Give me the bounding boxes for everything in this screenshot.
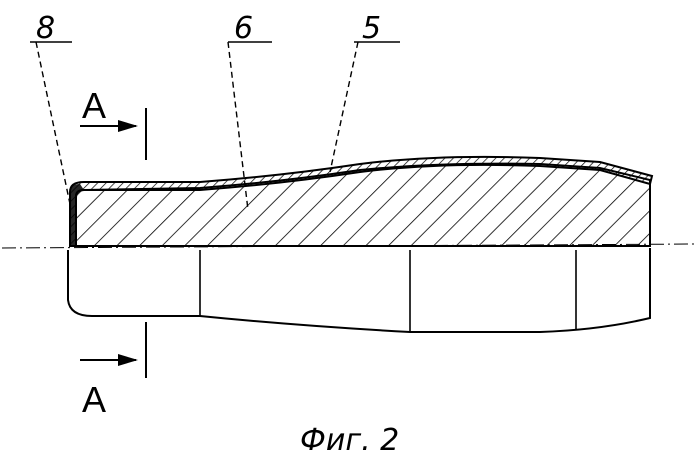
callout-5-leader — [330, 42, 358, 172]
section-mark-top: A — [82, 85, 106, 126]
section-arrow-top-head — [118, 120, 138, 132]
callout-5: 5 — [362, 11, 381, 46]
callout-6: 6 — [234, 11, 253, 46]
callout-8: 8 — [36, 11, 55, 46]
figure-caption: Фиг. 2 — [300, 423, 399, 458]
section-mark-bottom: A — [82, 379, 106, 420]
lower-body-outline — [68, 248, 650, 332]
callout-8-leader — [36, 42, 70, 204]
core-section-hatched — [76, 164, 650, 246]
section-arrow-bottom-head — [118, 354, 138, 366]
